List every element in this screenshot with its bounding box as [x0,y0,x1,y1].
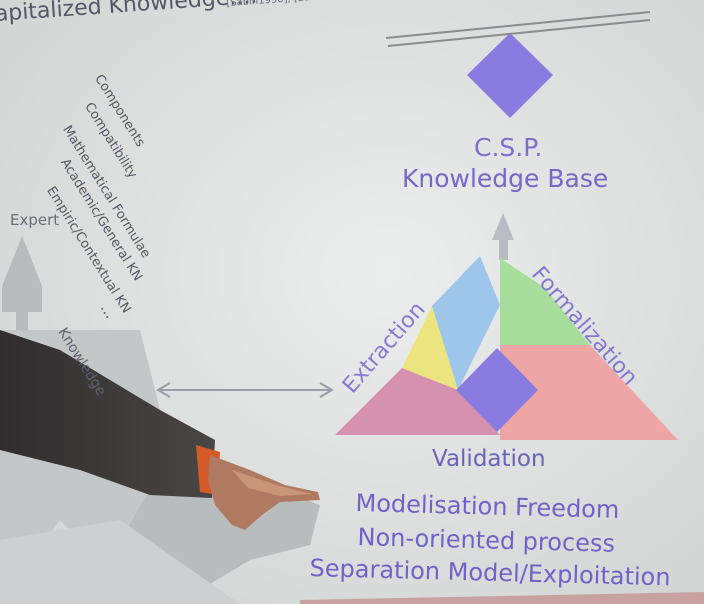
presenter-arm [0,330,215,498]
expert-label: Expert [10,211,60,229]
tangram-salmon-piece [500,345,678,440]
screen-bottom-edge [300,592,704,604]
tangram-blue-piece [432,256,500,390]
csp-diamond-icon [467,33,553,118]
tangram-yellow-piece [402,306,458,390]
tangram-green-piece [500,258,590,345]
tangram-pink-piece [335,368,500,435]
arrow-up-icon [492,213,514,240]
arrow-shaft [499,236,508,260]
knowledge-base-title: Knowledge Base [402,164,609,193]
double-arrow-icon [156,382,334,398]
csp-title: C.S.P. [474,133,543,162]
floor-shadow [0,520,240,604]
hand-highlight [232,470,312,496]
header-rule [385,11,651,39]
expert-up-arrow-icon [2,236,42,360]
validation-label: Validation [432,446,546,472]
tangram-triangle [335,256,678,440]
tangram-purple-piece [456,348,538,432]
header-rule [387,19,651,47]
